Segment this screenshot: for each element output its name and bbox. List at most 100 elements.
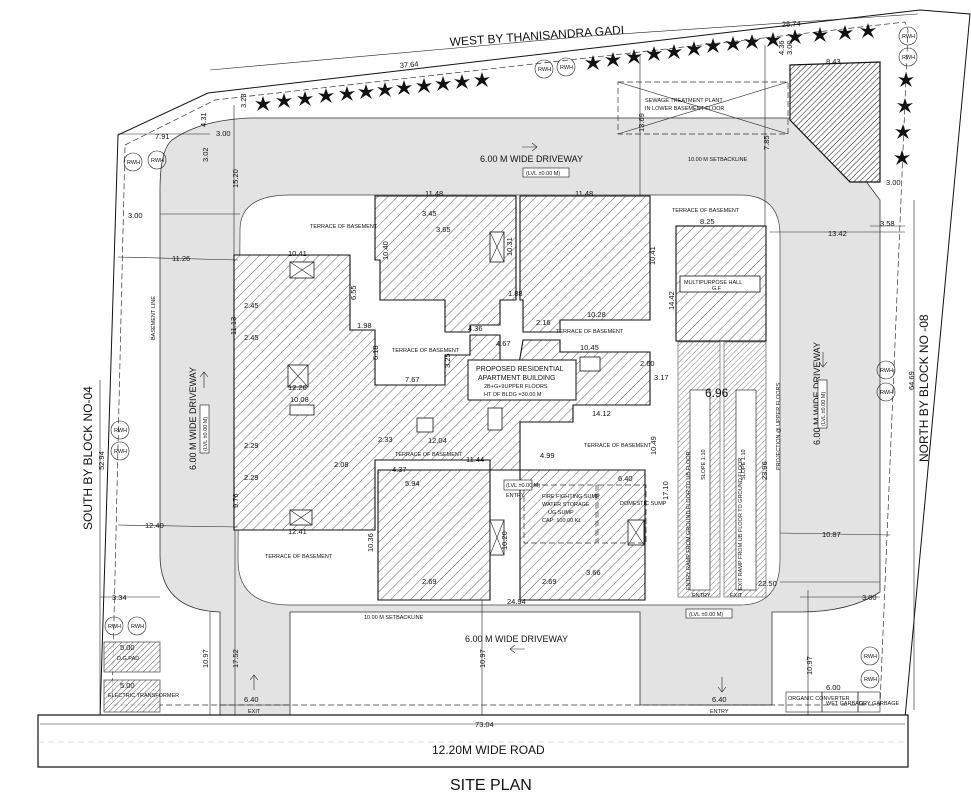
svg-text:RWH: RWH (864, 654, 877, 660)
svg-text:RWH: RWH (151, 158, 164, 164)
svg-text:10.41: 10.41 (288, 249, 307, 258)
stp-block (789, 61, 881, 183)
svg-text:14.12: 14.12 (592, 409, 611, 418)
main-road (37, 714, 909, 768)
traffic-arrows (199, 142, 828, 693)
svg-text:6.40: 6.40 (618, 474, 633, 483)
svg-text:EXIT: EXIT (730, 593, 743, 599)
svg-text:TERRACE OF BASEMENT: TERRACE OF BASEMENT (392, 348, 460, 354)
svg-text:RWH: RWH (108, 624, 121, 630)
svg-text:TERRACE OF BASEMENT: TERRACE OF BASEMENT (310, 224, 378, 230)
svg-text:TERRACE OF BASEMENT: TERRACE OF BASEMENT (395, 452, 463, 458)
svg-text:3.58: 3.58 (880, 219, 895, 228)
svg-text:7.85: 7.85 (762, 135, 771, 150)
svg-text:2.29: 2.29 (244, 473, 259, 482)
svg-text:10.97: 10.97 (805, 656, 814, 675)
svg-text:(LVL ±0.00 M): (LVL ±0.00 M) (506, 483, 540, 489)
svg-text:1.98: 1.98 (357, 321, 372, 330)
svg-text:10.40: 10.40 (381, 241, 390, 260)
svg-text:10.97: 10.97 (201, 649, 210, 668)
svg-text:DOMESTIC SUMP: DOMESTIC SUMP (620, 501, 667, 507)
svg-text:3.00: 3.00 (862, 593, 877, 602)
svg-text:ENTRY: ENTRY (506, 493, 525, 499)
svg-text:TERRACE OF BASEMENT: TERRACE OF BASEMENT (556, 329, 624, 335)
svg-text:2.45: 2.45 (244, 301, 259, 310)
svg-text:(LVL ±0.00 M): (LVL ±0.00 M) (203, 417, 209, 451)
svg-text:WATER STORAGE: WATER STORAGE (542, 502, 590, 508)
svg-text:3.02: 3.02 (201, 147, 210, 162)
svg-text:RWH: RWH (127, 160, 140, 166)
svg-text:D.G.PAD: D.G.PAD (117, 656, 139, 662)
svg-text:HT OF BLDG =30.00 M: HT OF BLDG =30.00 M (484, 392, 542, 398)
svg-text:2.08: 2.08 (334, 460, 349, 469)
svg-text:6.00 M WIDE DRIVEWAY: 6.00 M WIDE DRIVEWAY (812, 342, 822, 445)
svg-text:4.31: 4.31 (199, 112, 208, 127)
sumps: FIRE FIGHTING SUMP WATER STORAGE UG SUMP… (503, 479, 667, 544)
svg-text:10.00 M SETBACKLINE: 10.00 M SETBACKLINE (688, 157, 748, 163)
svg-text:6.55: 6.55 (349, 285, 358, 300)
svg-text:SLOPE 1:10: SLOPE 1:10 (701, 449, 707, 480)
svg-text:EXIT RAMP FROM UB FLOOR TO GRO: EXIT RAMP FROM UB FLOOR TO GROUND FLOOR (738, 458, 744, 590)
svg-text:64.69: 64.69 (907, 371, 916, 390)
svg-text:RWH: RWH (538, 67, 551, 73)
exit-label: EXIT (248, 709, 261, 715)
rwh-pits: RWH RWH RWH RWH RWH RWH RWH RWH RWH RWH … (104, 26, 918, 689)
svg-text:15.20: 15.20 (231, 169, 240, 188)
svg-text:RWH: RWH (880, 368, 893, 374)
dimension-values: 37.64 28.74 7.91 4.31 3.00 3.02 3.00 11.… (97, 19, 916, 729)
entry-label: ENTRY (710, 709, 729, 715)
svg-text:3.00: 3.00 (886, 178, 901, 187)
svg-text:6.40: 6.40 (244, 695, 259, 704)
svg-text:3.00: 3.00 (128, 211, 143, 220)
svg-text:24.94: 24.94 (507, 597, 526, 606)
svg-text:RWH: RWH (114, 449, 127, 455)
svg-text:3.00: 3.00 (785, 40, 794, 55)
svg-text:G.F: G.F (712, 286, 722, 292)
svg-text:5.00: 5.00 (120, 681, 135, 690)
svg-text:73.04: 73.04 (475, 720, 494, 729)
svg-text:23.96: 23.96 (760, 461, 769, 480)
west-boundary-label: WEST BY THANISANDRA GADI (449, 23, 624, 49)
svg-text:6.00 M WIDE DRIVEWAY: 6.00 M WIDE DRIVEWAY (480, 154, 583, 164)
svg-text:10.45: 10.45 (580, 343, 599, 352)
svg-text:3.66: 3.66 (586, 568, 601, 577)
svg-text:10.36: 10.36 (366, 533, 375, 552)
svg-text:12.40: 12.40 (145, 521, 164, 530)
svg-text:ENTRY RAMP FROM GROUND FLOOR T: ENTRY RAMP FROM GROUND FLOOR TO UB FLOOR (686, 451, 692, 590)
residential-building (233, 195, 651, 601)
svg-text:4.99: 4.99 (540, 451, 555, 460)
svg-text:2.45: 2.45 (244, 333, 259, 342)
svg-text:6.00 M WIDE DRIVEWAY: 6.00 M WIDE DRIVEWAY (188, 367, 198, 470)
svg-text:SEWAGE TREATMENT PLANT: SEWAGE TREATMENT PLANT (645, 98, 723, 104)
svg-text:17.10: 17.10 (661, 481, 670, 500)
svg-text:2.16: 2.16 (536, 318, 551, 327)
svg-text:13.42: 13.42 (828, 229, 847, 238)
svg-text:2.29: 2.29 (244, 441, 259, 450)
svg-text:1.88: 1.88 (508, 289, 523, 298)
svg-text:14.42: 14.42 (667, 291, 676, 310)
svg-text:6.40: 6.40 (712, 695, 727, 704)
svg-text:17.52: 17.52 (231, 649, 240, 668)
svg-text:ORGANIC CONVERTER: ORGANIC CONVERTER (788, 696, 850, 702)
svg-text:3.34: 3.34 (112, 593, 127, 602)
svg-text:RWH: RWH (114, 428, 127, 434)
svg-text:11.44: 11.44 (466, 455, 484, 464)
terrace-labels: TERRACE OF BASEMENT TERRACE OF BASEMENT … (265, 208, 740, 560)
svg-text:FIRE FIGHTING SUMP: FIRE FIGHTING SUMP (542, 494, 600, 500)
svg-text:RWH: RWH (131, 624, 144, 630)
south-boundary-label: SOUTH BY BLOCK NO-04 (81, 386, 95, 530)
svg-text:11.26: 11.26 (172, 254, 190, 263)
svg-text:37.64: 37.64 (399, 59, 418, 70)
svg-text:RWH: RWH (902, 34, 915, 40)
svg-text:10.08: 10.08 (290, 395, 309, 404)
svg-text:(LVL ±0.00 M): (LVL ±0.00 M) (689, 612, 723, 618)
road-label: 12.20M WIDE ROAD (432, 743, 545, 757)
svg-text:4.37: 4.37 (392, 465, 407, 474)
svg-text:BASEMENT LINE: BASEMENT LINE (151, 296, 157, 340)
svg-text:8.43: 8.43 (826, 57, 841, 66)
svg-text:6.00 M WIDE DRIVEWAY: 6.00 M WIDE DRIVEWAY (465, 634, 568, 644)
svg-text:6.96: 6.96 (705, 386, 729, 400)
svg-text:RWH: RWH (880, 390, 893, 396)
svg-text:CAP: 100.00 KL: CAP: 100.00 KL (542, 518, 581, 524)
